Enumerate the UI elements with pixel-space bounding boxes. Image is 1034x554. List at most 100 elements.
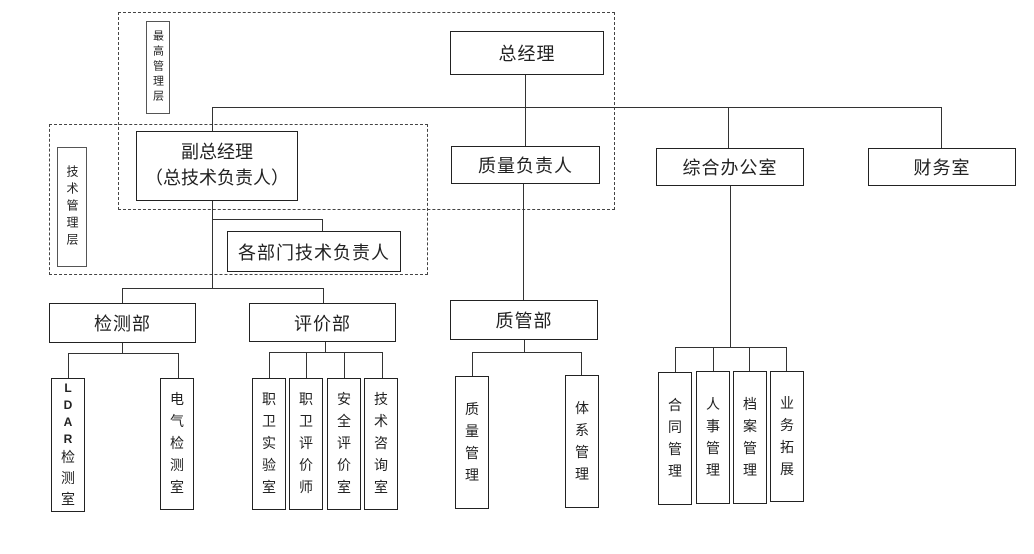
connector	[122, 342, 124, 353]
unit-quality-management: 质 量 管 理	[455, 376, 489, 509]
layer-label-text: 最高管理层	[151, 30, 165, 105]
unit-char: 理	[706, 462, 720, 479]
unit-char: 理	[668, 463, 682, 480]
unit-char: 合	[668, 397, 682, 414]
unit-char: 价	[337, 458, 351, 474]
layer-label-top-management: 最高管理层	[146, 21, 170, 114]
unit-technical-consulting-room: 技 术 咨 询 室	[364, 378, 398, 510]
unit-char: 评	[299, 436, 313, 452]
connector	[68, 353, 70, 379]
unit-char: 质	[465, 401, 479, 418]
node-deputy-general-manager: 副总经理 （总技术负责人）	[136, 131, 298, 201]
unit-char: 咨	[374, 436, 388, 452]
connector	[212, 107, 942, 109]
unit-char: L	[64, 380, 72, 395]
unit-char: 事	[706, 418, 720, 435]
connector	[213, 219, 323, 221]
connector	[786, 347, 788, 371]
unit-char: 卫	[262, 414, 276, 430]
node-label: 总经理	[498, 44, 556, 65]
unit-char: 室	[374, 480, 388, 496]
connector	[269, 352, 383, 354]
unit-contract-management: 合 同 管 理	[658, 372, 692, 505]
layer-label-text: 技术管理层	[65, 164, 79, 250]
unit-char: 管	[743, 440, 757, 457]
connector	[212, 107, 214, 132]
unit-char: A	[63, 414, 73, 429]
connector	[122, 288, 324, 290]
unit-char: R	[63, 431, 73, 446]
connector	[122, 288, 124, 303]
unit-char: 同	[668, 419, 682, 436]
unit-char: 测	[170, 458, 184, 474]
connector	[325, 341, 327, 353]
unit-char: 理	[575, 466, 589, 483]
connector	[524, 339, 526, 352]
unit-char: 询	[374, 458, 388, 474]
node-quality-lead: 质量负责人	[451, 146, 600, 184]
unit-personnel-management: 人 事 管 理	[696, 371, 730, 504]
unit-occupational-health-lab: 职 卫 实 验 室	[252, 378, 286, 510]
node-label: 质管部	[495, 311, 553, 332]
unit-char: 职	[262, 392, 276, 408]
unit-char: 管	[706, 440, 720, 457]
unit-char: 管	[575, 444, 589, 461]
unit-char: 理	[465, 467, 479, 484]
node-label: 各部门技术负责人	[238, 242, 390, 264]
unit-occupational-health-evaluator: 职 卫 评 价 师	[289, 378, 323, 510]
connector	[322, 219, 324, 231]
unit-char: 气	[170, 414, 184, 430]
connector	[728, 107, 730, 149]
node-label: 质量负责人	[478, 156, 573, 177]
unit-archive-management: 档 案 管 理	[733, 371, 767, 504]
unit-char: 安	[337, 392, 351, 408]
unit-char: 实	[262, 436, 276, 452]
connector	[941, 107, 943, 149]
unit-char: 卫	[299, 414, 313, 430]
unit-char: 室	[337, 480, 351, 496]
unit-char: 评	[337, 436, 351, 452]
connector	[323, 288, 325, 303]
connector	[178, 353, 180, 379]
node-sublabel: （总技术负责人）	[145, 168, 289, 189]
unit-ldar-testing-room: L D A R 检 测 室	[51, 378, 85, 512]
node-label: 检测部	[94, 314, 151, 335]
connector	[525, 74, 527, 148]
unit-electrical-testing-room: 电 气 检 测 室	[160, 378, 194, 510]
connector	[675, 347, 787, 349]
unit-char: 电	[170, 392, 184, 408]
connector	[472, 352, 582, 354]
unit-char: 室	[262, 480, 276, 496]
unit-char: 验	[262, 458, 276, 474]
unit-char: 价	[299, 458, 313, 474]
unit-char: 管	[465, 445, 479, 462]
connector	[730, 186, 732, 347]
unit-char: 管	[668, 441, 682, 458]
node-label: 综合办公室	[682, 158, 778, 179]
unit-system-management: 体 系 管 理	[565, 375, 599, 508]
unit-char: 展	[780, 461, 794, 478]
node-label: 财务室	[913, 158, 971, 179]
unit-char: 档	[743, 396, 757, 413]
connector	[306, 352, 308, 378]
unit-char: 师	[299, 480, 313, 496]
node-finance: 财务室	[868, 148, 1016, 186]
node-label: 副总经理	[181, 142, 253, 163]
connector	[212, 200, 214, 288]
node-general-manager: 总经理	[450, 31, 604, 75]
connector	[581, 352, 583, 376]
unit-char: 案	[743, 418, 757, 435]
unit-char: 拓	[780, 439, 794, 456]
connector	[675, 347, 677, 372]
node-testing-dept: 检测部	[49, 303, 196, 343]
unit-char: 室	[61, 491, 75, 508]
unit-safety-evaluation-room: 安 全 评 价 室	[327, 378, 361, 510]
unit-char: D	[63, 397, 73, 412]
unit-char: 测	[61, 470, 75, 487]
node-dept-tech-leads: 各部门技术负责人	[227, 231, 401, 272]
top-management-region	[118, 12, 615, 210]
connector	[523, 183, 525, 301]
node-evaluation-dept: 评价部	[249, 303, 396, 342]
unit-char: 检	[170, 436, 184, 452]
unit-char: 体	[575, 400, 589, 417]
